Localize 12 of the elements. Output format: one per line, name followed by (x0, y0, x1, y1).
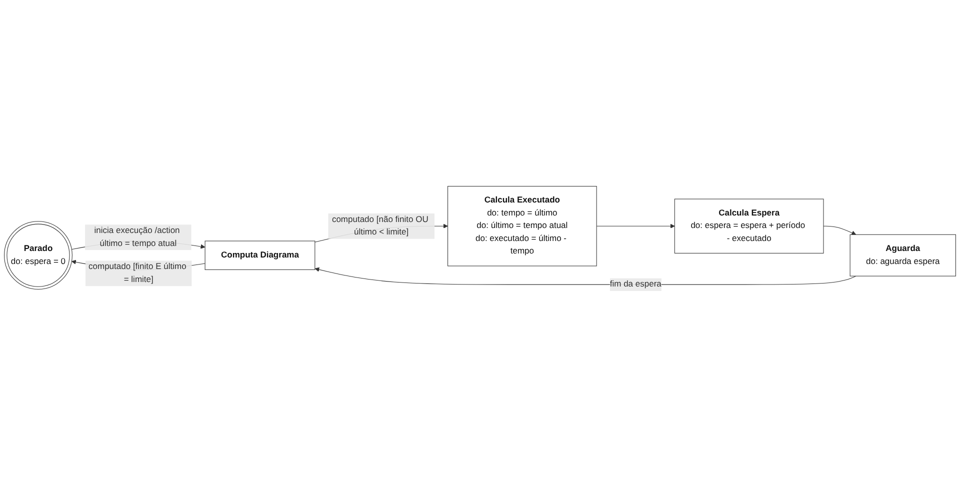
node-box: Aguarda do: aguarda espera (850, 234, 956, 277)
edge-label: computado [finito E último = limite] (88, 262, 186, 284)
node-circle: Parado do: espera = 0 (4, 222, 72, 290)
node-box: Calcula Espera do: espera = espera + período - executado (674, 199, 824, 254)
node-box: Computa Diagrama (204, 241, 316, 270)
edge-label: computado [não finito OU último < limite] (332, 215, 428, 238)
edge-label: fim da espera (610, 280, 662, 290)
arrow (314, 268, 856, 286)
arrow (823, 226, 856, 236)
arrow (596, 224, 675, 229)
node-box: Calcula Executado do: tempo = último do: último = tempo atual do: executado = último - tempo (448, 186, 597, 267)
edge-label: inicia execução /action último = tempo atual (94, 226, 180, 248)
